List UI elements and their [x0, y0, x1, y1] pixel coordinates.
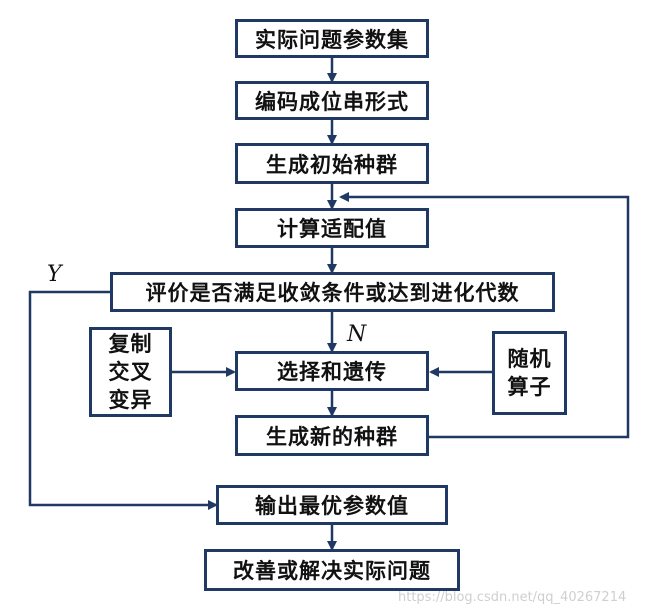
node-fitness: 计算适配值 [235, 208, 429, 248]
node-encode: 编码成位串形式 [235, 81, 429, 120]
loop-newpop-to-init [339, 192, 630, 439]
operator-mutation: 变异 [108, 387, 153, 412]
path-yes-to-output [28, 290, 218, 510]
label-yes: Y [47, 262, 62, 287]
node-new-population: 生成新的种群 [235, 415, 429, 456]
node-random-operator: 随机 算子 [492, 331, 567, 415]
label-no: N [347, 322, 367, 347]
watermark-text: https://blog.csdn.net/qq_40267214 [398, 590, 627, 605]
node-problem-params: 实际问题参数集 [235, 19, 429, 58]
operator-label: 算子 [507, 374, 552, 399]
operator-copy: 复制 [108, 331, 153, 356]
node-output: 输出最优参数值 [216, 485, 448, 525]
node-genetic-operators: 复制 交叉 变异 [89, 327, 172, 417]
node-improve: 改善或解决实际问题 [204, 549, 460, 591]
node-select-inherit: 选择和遗传 [235, 351, 429, 391]
random-label: 随机 [507, 346, 552, 371]
node-init-population: 生成初始种群 [235, 143, 429, 184]
node-evaluate: 评价是否满足收敛条件或达到进化代数 [110, 272, 555, 312]
operator-crossover: 交叉 [108, 359, 153, 384]
